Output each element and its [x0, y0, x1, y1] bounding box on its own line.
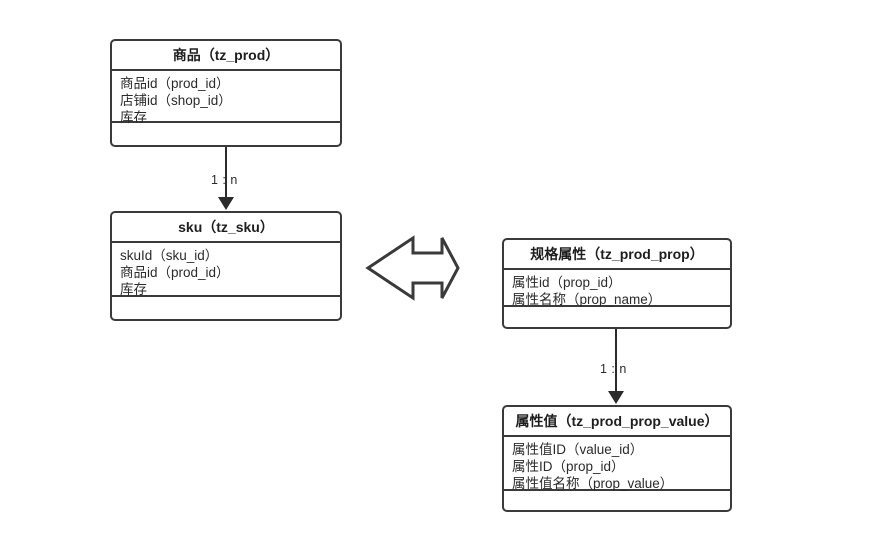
- connector-label-prop-to-prop-value: 1 : n: [600, 362, 627, 376]
- entity-tz-prod[interactable]: 商品（tz_prod） 商品id（prod_id） 店铺id（shop_id） …: [110, 39, 342, 147]
- entity-tz-prod-prop-value[interactable]: 属性值（tz_prod_prop_value） 属性值ID（value_id） …: [502, 405, 732, 512]
- attribute-row: skuId（sku_id）: [120, 248, 219, 263]
- entity-tz-prod-header: 商品（tz_prod）: [112, 41, 340, 71]
- attribute-row: 属性名称（prop_name）: [512, 292, 662, 307]
- entity-tz-prod-prop-attributes: 属性id（prop_id） 属性名称（prop_name）: [504, 270, 730, 307]
- attribute-row: 属性ID（prop_id）: [512, 459, 625, 474]
- attribute-row: 属性值名称（prop_value）: [512, 476, 674, 491]
- entity-tz-prod-prop-value-attributes: 属性值ID（value_id） 属性ID（prop_id） 属性值名称（prop…: [504, 437, 730, 491]
- connector-label-prod-to-sku: 1 : n: [211, 173, 238, 187]
- entity-tz-prod-prop-header: 规格属性（tz_prod_prop）: [504, 240, 730, 270]
- attribute-row: 库存: [120, 110, 147, 125]
- entity-tz-sku-attributes: skuId（sku_id） 商品id（prod_id） 库存: [112, 243, 340, 297]
- double-headed-arrow-icon: [365, 235, 460, 301]
- entity-tz-sku[interactable]: sku（tz_sku） skuId（sku_id） 商品id（prod_id） …: [110, 211, 342, 321]
- attribute-row: 商品id（prod_id）: [120, 76, 230, 91]
- attribute-row: 店铺id（shop_id）: [120, 93, 232, 108]
- attribute-row: 属性id（prop_id）: [512, 275, 622, 290]
- attribute-row: 商品id（prod_id）: [120, 265, 230, 280]
- entity-tz-prod-prop-value-header: 属性值（tz_prod_prop_value）: [504, 407, 730, 437]
- entity-tz-prod-prop[interactable]: 规格属性（tz_prod_prop） 属性id（prop_id） 属性名称（pr…: [502, 238, 732, 329]
- entity-tz-sku-header: sku（tz_sku）: [112, 213, 340, 243]
- attribute-row: 属性值ID（value_id）: [512, 442, 644, 457]
- entity-tz-prod-attributes: 商品id（prod_id） 店铺id（shop_id） 库存: [112, 71, 340, 125]
- attribute-row: 库存: [120, 282, 147, 297]
